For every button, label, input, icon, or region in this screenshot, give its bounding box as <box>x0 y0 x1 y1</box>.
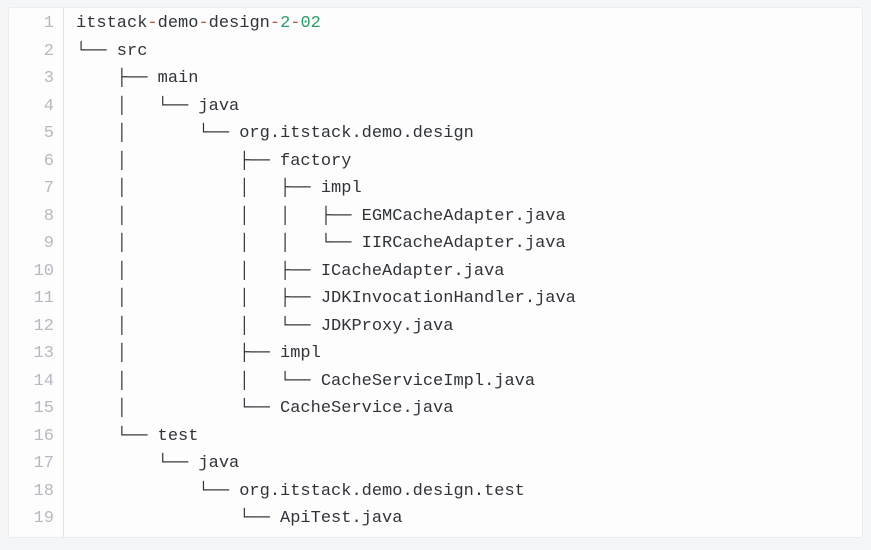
code-line: 3 ├── main <box>9 65 862 93</box>
code-line: 18 └── org.itstack.demo.design.test <box>9 478 862 506</box>
line-text: │ │ │ ├── EGMCacheAdapter.java <box>76 206 566 226</box>
line-text: │ │ │ └── IIRCacheAdapter.java <box>76 234 566 253</box>
line-text: itstack-demo-design-2-02 <box>63 10 321 38</box>
code-line: 14 │ │ └── CacheServiceImpl.java <box>9 368 862 396</box>
gutter-separator <box>63 8 64 537</box>
line-number: 4 <box>43 96 54 116</box>
line-number: 6 <box>43 151 54 171</box>
line-text: ├── main <box>76 69 199 88</box>
line-text: │ ├── impl <box>76 344 321 363</box>
line-number: 13 <box>33 344 54 363</box>
line-number: 5 <box>43 124 54 143</box>
title-segment: - <box>269 14 281 33</box>
code-line: 11 │ │ ├── JDKInvocationHandler.java <box>9 285 862 313</box>
code-line: 8 │ │ │ ├── EGMCacheAdapter.java <box>9 203 862 231</box>
code-line: 13 │ ├── impl <box>9 340 862 368</box>
line-number: 2 <box>43 41 54 61</box>
line-number: 1 <box>43 14 54 33</box>
title-segment: - <box>290 14 301 33</box>
line-number: 8 <box>43 206 54 226</box>
line-number: 17 <box>33 454 54 473</box>
line-number: 15 <box>33 399 54 418</box>
code-line: 4 │ └── java <box>9 93 862 121</box>
code-line: 10 │ │ ├── ICacheAdapter.java <box>9 258 862 286</box>
code-line: 9 │ │ │ └── IIRCacheAdapter.java <box>9 230 862 258</box>
line-text: │ │ └── CacheServiceImpl.java <box>76 371 536 391</box>
line-text: │ │ └── JDKProxy.java <box>76 316 454 336</box>
line-number: 9 <box>43 234 54 253</box>
line-number: 10 <box>33 261 54 281</box>
code-line: 6 │ ├── factory <box>9 148 862 176</box>
title-segment: demo <box>157 14 199 33</box>
code-line: 19 └── ApiTest.java <box>9 505 862 533</box>
line-number: 18 <box>33 481 54 501</box>
line-number: 11 <box>33 289 54 308</box>
line-text: └── ApiTest.java <box>76 509 403 528</box>
line-text: │ ├── factory <box>76 151 352 171</box>
title-segment: 2 <box>280 14 291 33</box>
line-text: └── test <box>76 426 199 446</box>
line-number: 12 <box>33 316 54 336</box>
code-line: 7 │ │ ├── impl <box>9 175 862 203</box>
line-number: 3 <box>43 69 54 88</box>
title-segment: - <box>198 14 209 33</box>
code-line: 12 │ │ └── JDKProxy.java <box>9 313 862 341</box>
code-line: 16 └── test <box>9 423 862 451</box>
code-line: 17 └── java <box>9 450 862 478</box>
title-segment: 02 <box>300 14 321 33</box>
title-segment: - <box>147 14 158 33</box>
code-line: 2 └── src <box>9 38 862 66</box>
line-text: │ └── org.itstack.demo.design <box>76 124 474 143</box>
title-segment: design <box>208 14 270 33</box>
line-number: 16 <box>33 426 54 446</box>
code-line: 15 │ └── CacheService.java <box>9 395 862 423</box>
line-text: └── java <box>76 454 240 473</box>
line-number: 7 <box>43 179 54 198</box>
title-segment: itstack <box>76 14 148 33</box>
line-number: 14 <box>33 371 54 391</box>
line-text: └── org.itstack.demo.design.test <box>76 481 525 501</box>
line-text: │ └── CacheService.java <box>76 399 454 418</box>
code-line: 5 │ └── org.itstack.demo.design <box>9 120 862 148</box>
line-text: │ │ ├── JDKInvocationHandler.java <box>76 289 576 308</box>
line-text: │ └── java <box>76 96 240 116</box>
line-number: 19 <box>33 509 54 528</box>
line-text: └── src <box>76 41 148 61</box>
line-text: │ │ ├── impl <box>76 179 362 198</box>
line-text: │ │ ├── ICacheAdapter.java <box>76 261 505 281</box>
